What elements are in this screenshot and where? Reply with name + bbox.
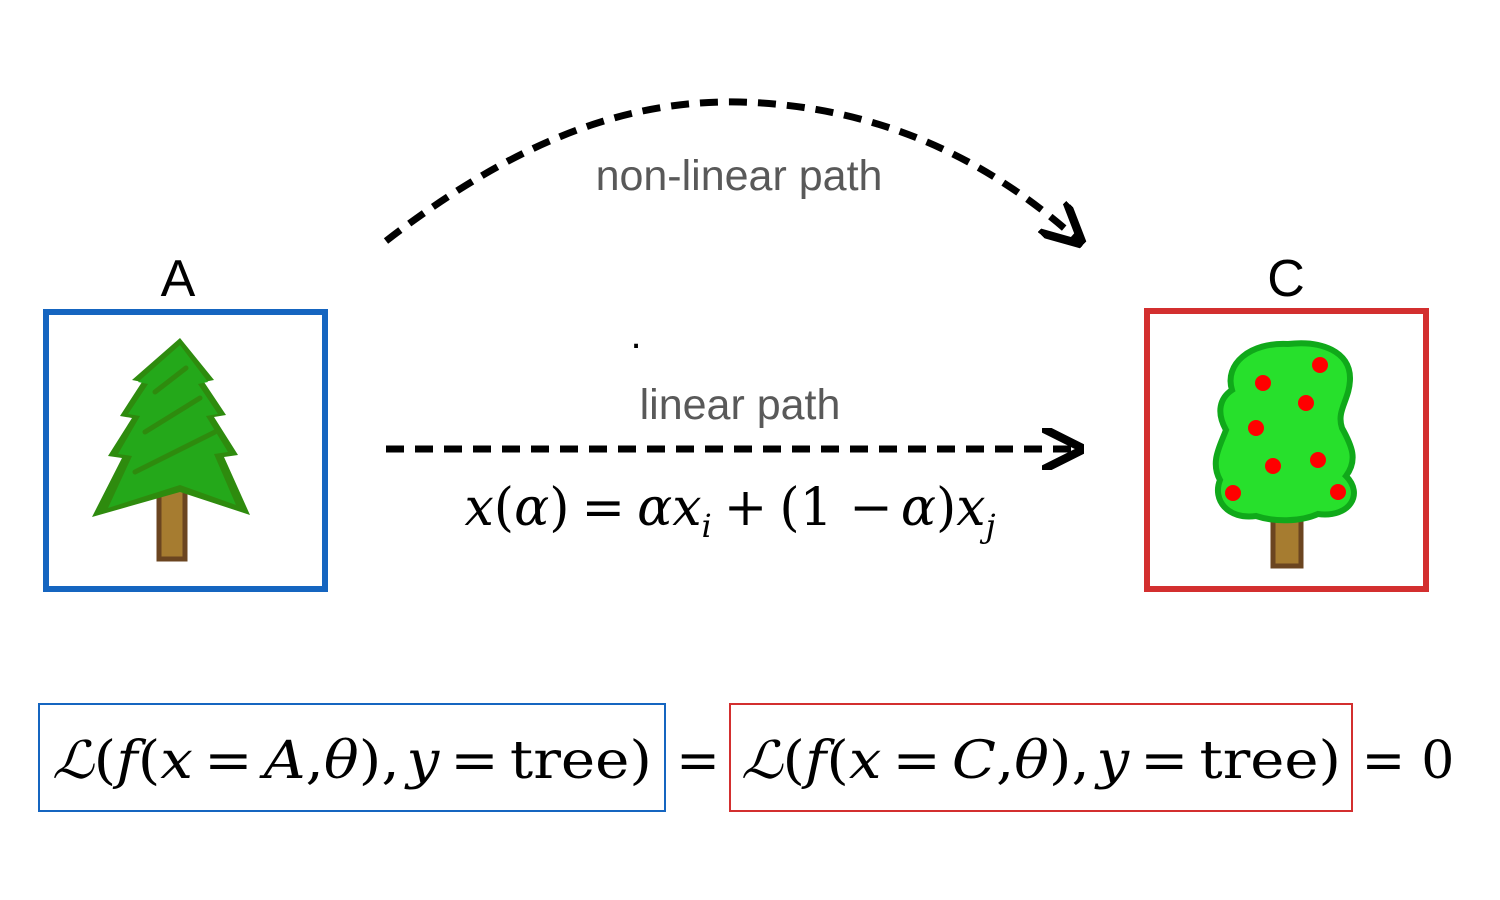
nonlinear-path-arrow bbox=[383, 98, 1080, 242]
fruit-dot bbox=[1312, 357, 1328, 373]
fruit-dot bbox=[1248, 420, 1264, 436]
loss-box-c bbox=[729, 703, 1353, 812]
node-a-label: A bbox=[161, 250, 196, 308]
fruit-dot bbox=[1225, 485, 1241, 501]
interpolation-formula: x(α)=αxi+(1 −α)xj bbox=[464, 478, 995, 545]
fruit-dot bbox=[1255, 375, 1271, 391]
node-a-box bbox=[43, 309, 328, 592]
fruit-dot bbox=[1298, 395, 1314, 411]
stray-dot: . bbox=[630, 313, 641, 357]
loss-result: =0 bbox=[1362, 731, 1455, 791]
loss-term-c: ℒ(f(x=C,θ),y=tree) bbox=[741, 731, 1341, 791]
loss-box-a bbox=[38, 703, 666, 812]
pine-tree-icon bbox=[92, 338, 250, 562]
fruit-tree-icon bbox=[1212, 340, 1357, 569]
nonlinear-path-label: non-linear path bbox=[596, 152, 883, 200]
linear-path-label: linear path bbox=[640, 381, 841, 429]
node-c-label: C bbox=[1267, 250, 1305, 308]
fruit-dot bbox=[1310, 452, 1326, 468]
loss-term-a: ℒ(f(x=A,θ),y=tree) bbox=[52, 731, 652, 791]
fruit-dot bbox=[1265, 458, 1281, 474]
fruit-dot bbox=[1330, 484, 1346, 500]
loss-equals-middle: = bbox=[676, 731, 720, 791]
node-c-box bbox=[1144, 308, 1429, 592]
